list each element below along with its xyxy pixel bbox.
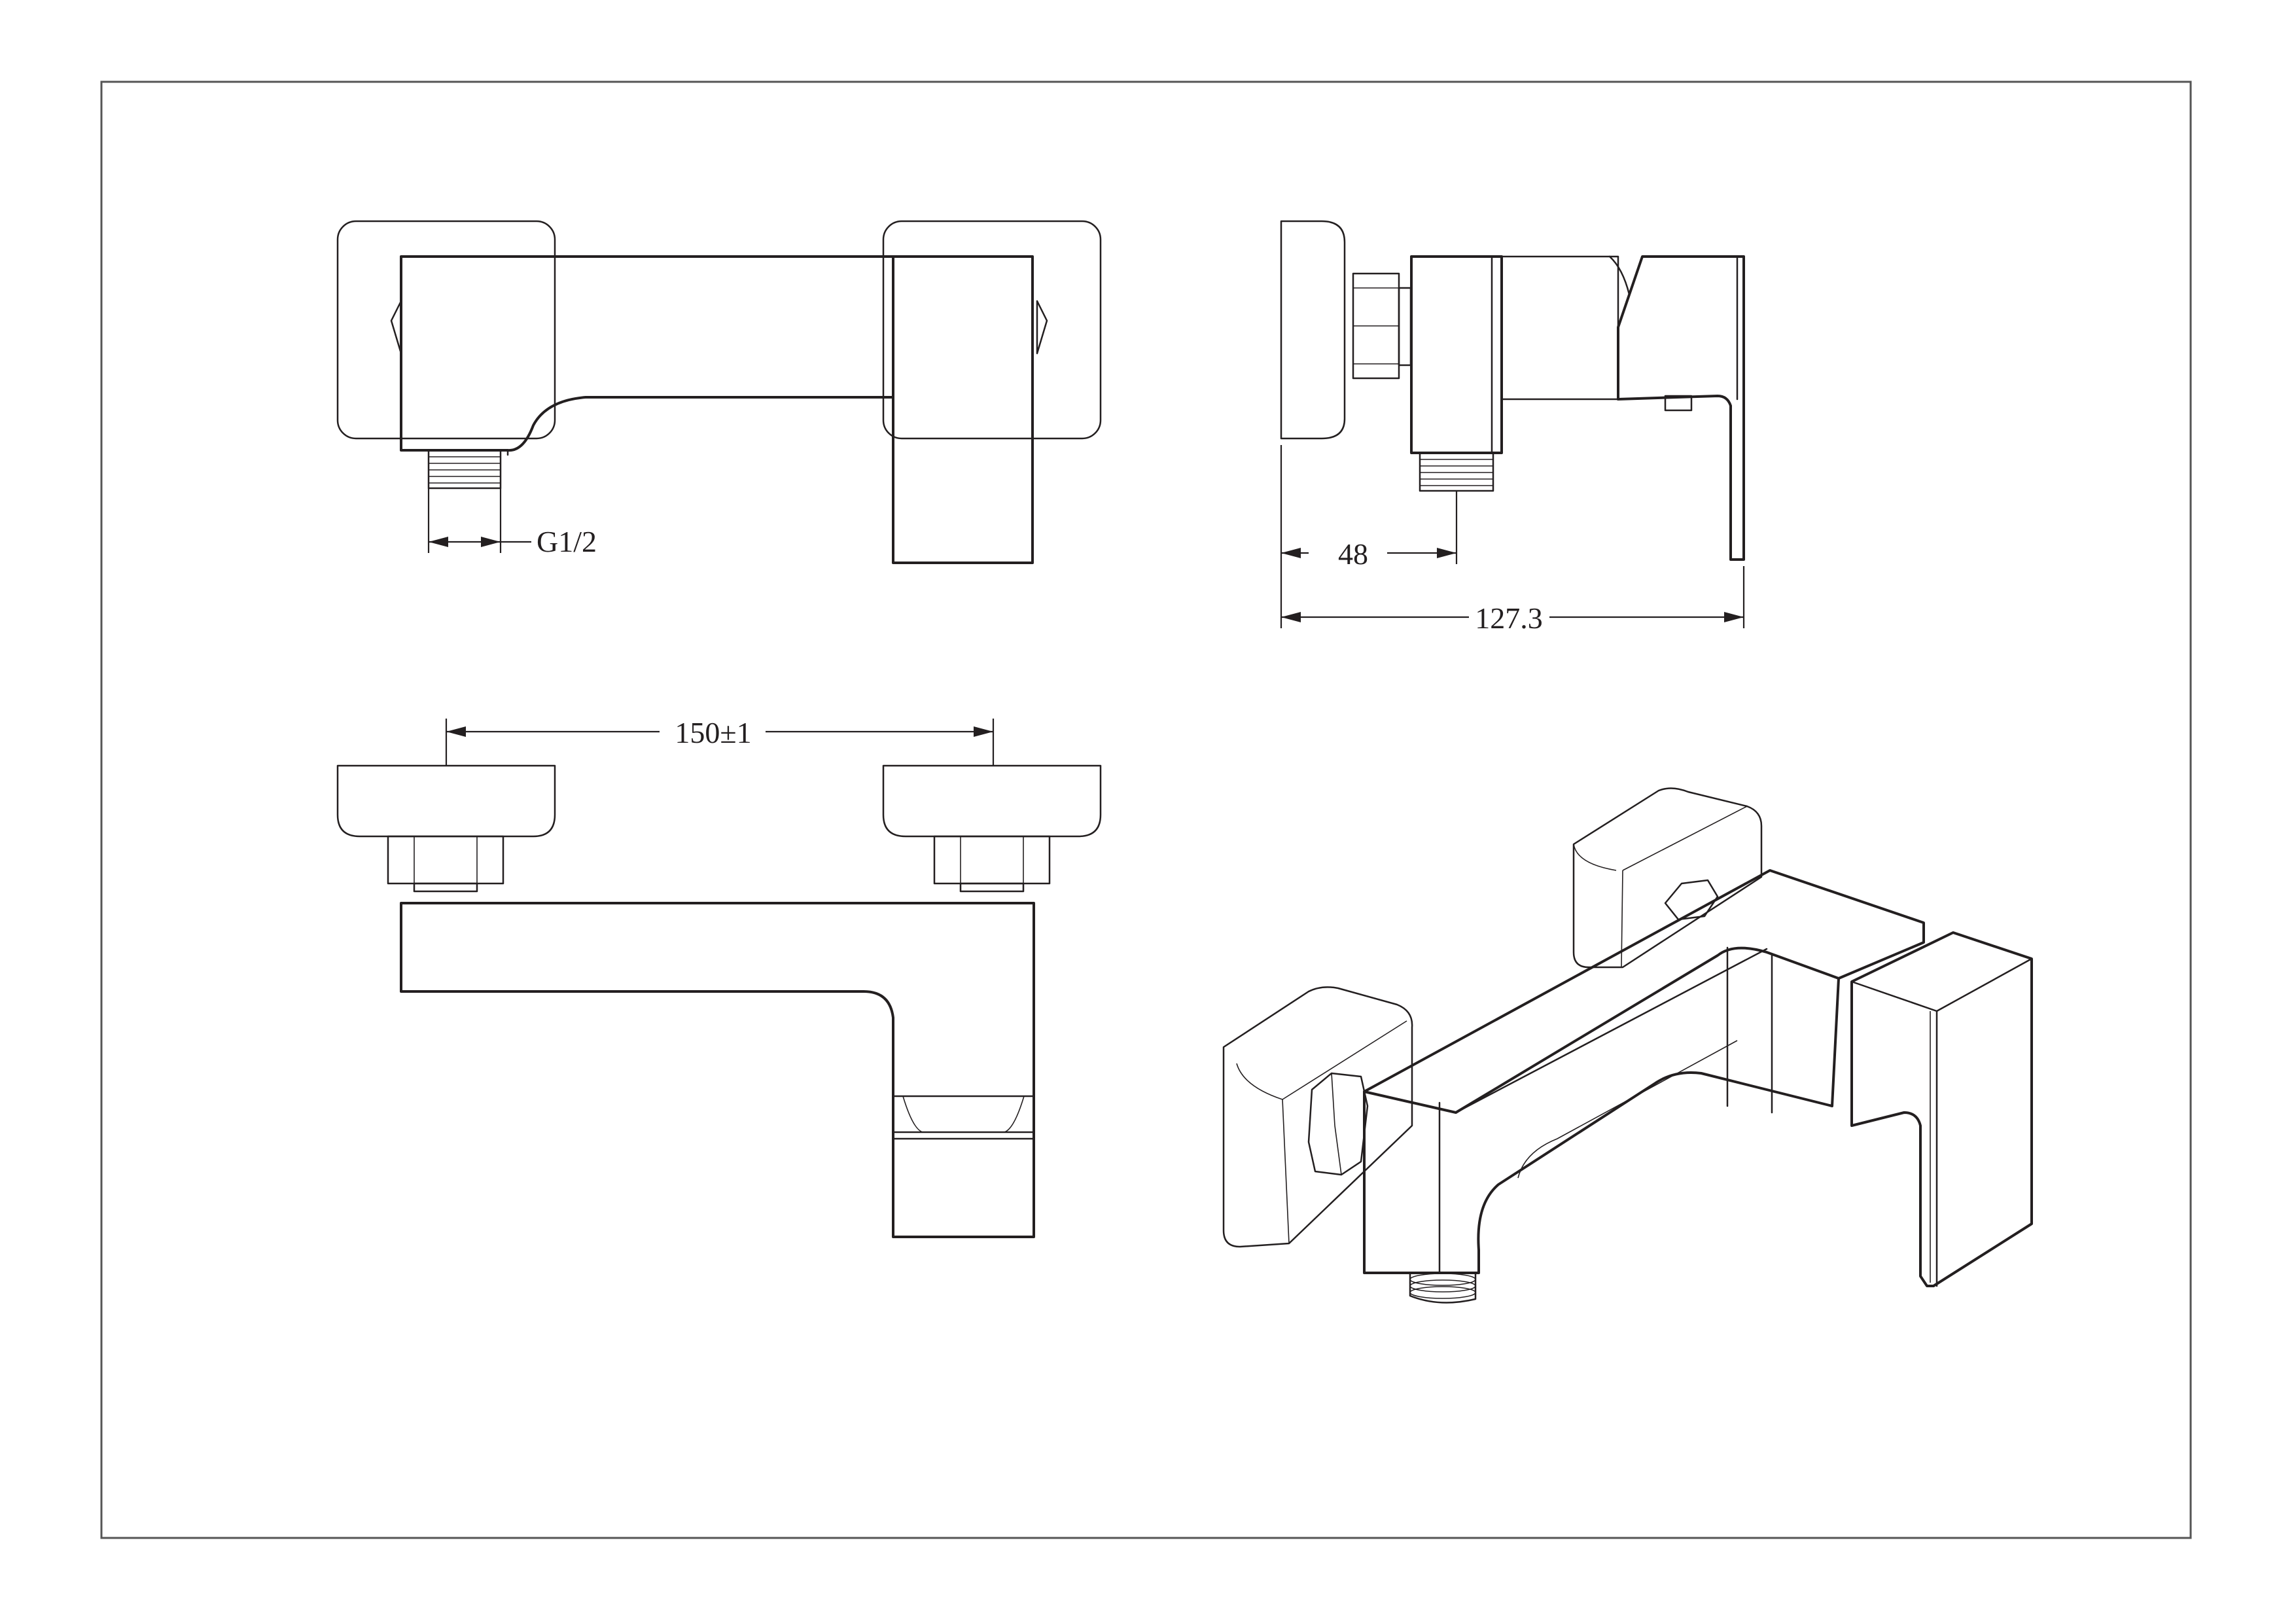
top-right-flange (882, 764, 1102, 838)
iso-front-nut (1307, 1072, 1369, 1176)
drawing-frame (100, 80, 2192, 1539)
top-body (400, 902, 1035, 1238)
centers-label: 150±1 (675, 716, 751, 749)
iso-handle (1850, 931, 2033, 1287)
right-wall-flange (882, 220, 1102, 440)
side-wall-flange (1280, 220, 1346, 440)
handle-block (892, 255, 1034, 564)
offset-dimension: 48 (1280, 445, 1458, 628)
iso-thread-stub (1409, 1272, 1477, 1304)
thread-size-label: G1/2 (537, 525, 597, 558)
depth-label: 127.3 (1475, 601, 1543, 635)
side-view: 48 127.3 (1280, 220, 1745, 635)
mixer-body (400, 255, 894, 452)
top-view: 150±1 (336, 716, 1102, 1238)
iso-back-flange (1572, 787, 1763, 969)
top-left-nut (387, 835, 504, 893)
iso-front-flange (1222, 986, 1413, 1248)
iso-body (1363, 869, 1925, 1114)
top-left-flange (336, 764, 556, 838)
thread-stub (427, 449, 502, 490)
depth-dimension: 127.3 (1281, 566, 1745, 635)
side-thread-stub (1419, 452, 1494, 492)
side-lever (1617, 255, 1745, 561)
side-body-block (1410, 255, 1503, 454)
left-wall-flange (336, 220, 556, 440)
centers-dimension: 150±1 (445, 716, 995, 766)
top-right-nut (933, 835, 1051, 893)
offset-label: 48 (1338, 537, 1368, 571)
thread-dimension: G1/2 (427, 488, 597, 558)
front-view: G1/2 (336, 220, 1102, 564)
isometric-view (1222, 787, 2033, 1304)
